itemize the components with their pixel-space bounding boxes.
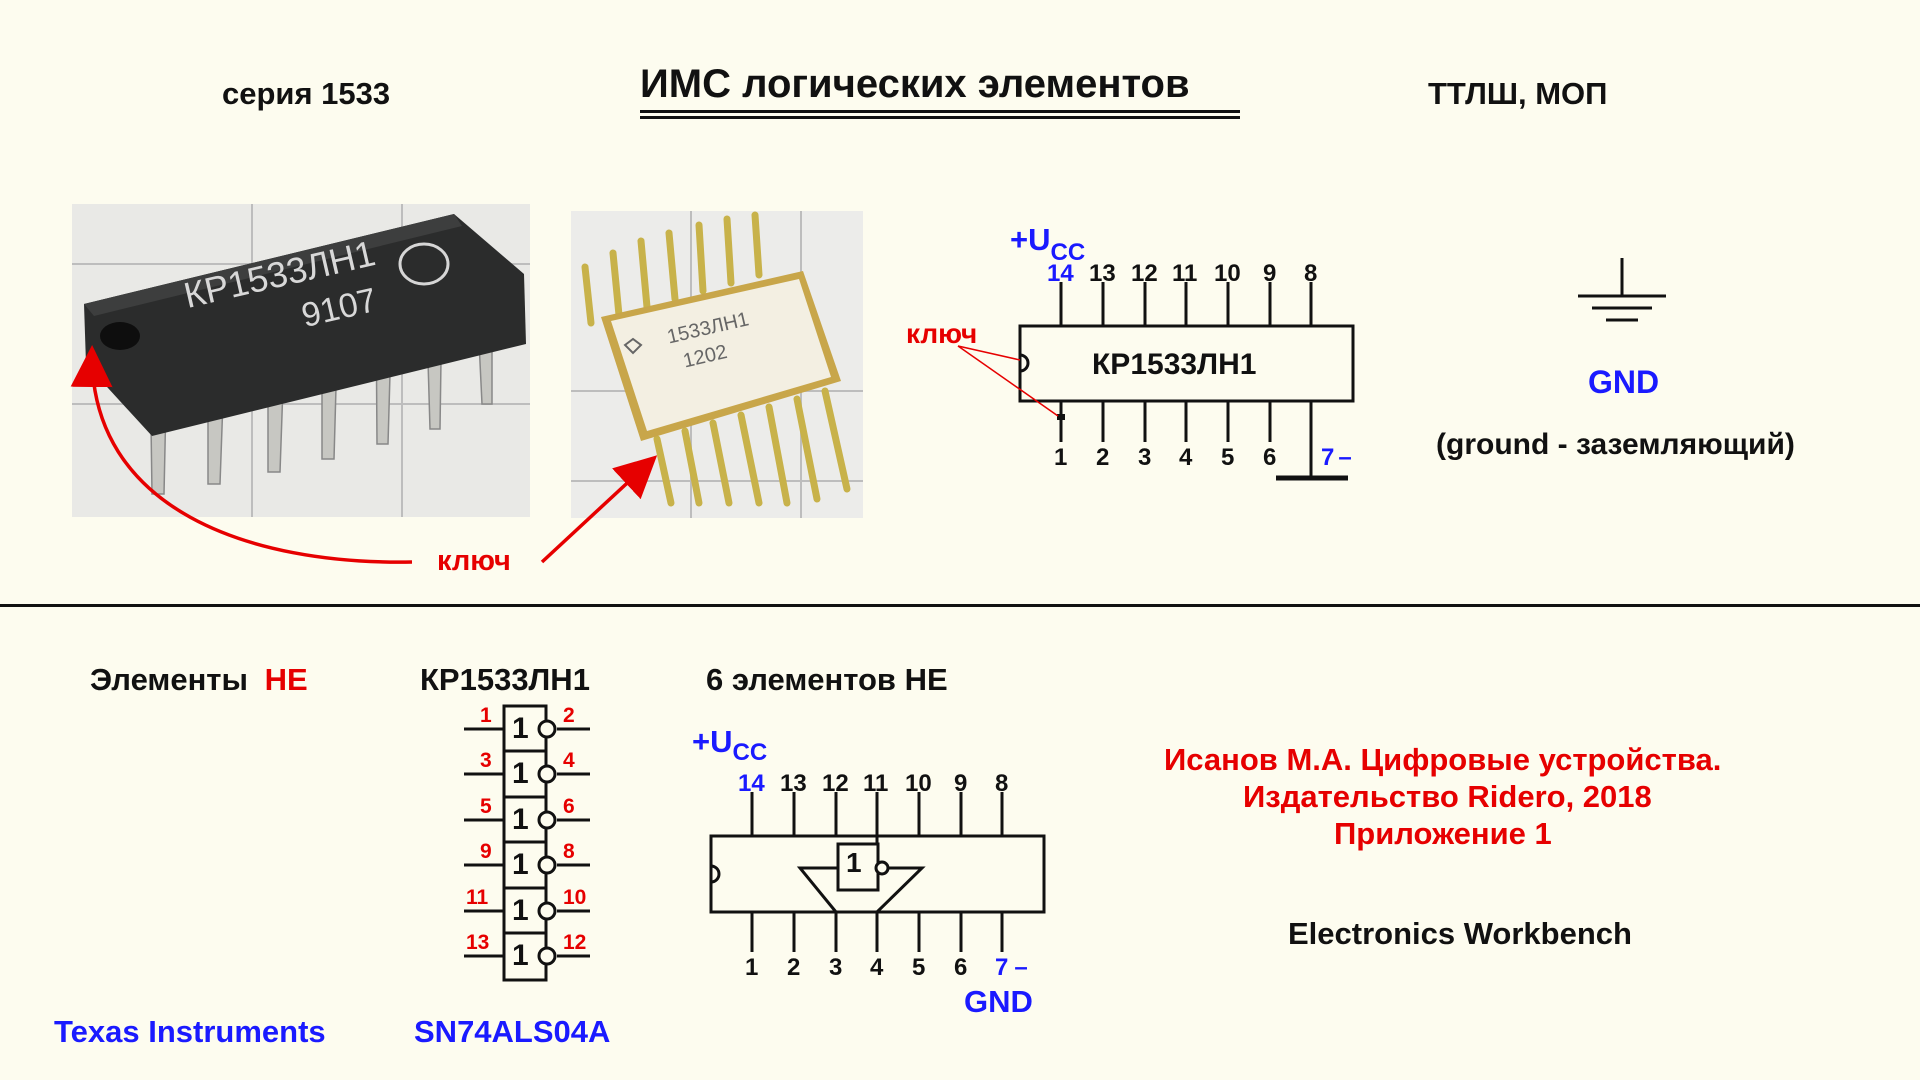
gate-3-symbol: 1: [512, 803, 529, 836]
reference-line3: Приложение 1: [1334, 816, 1552, 851]
bottom-pin-13: 13: [780, 770, 807, 797]
technology-label: ТТЛШ, МОП: [1428, 76, 1608, 111]
six-elements-heading: 6 элементов НЕ: [706, 662, 948, 697]
photo-key-label: ключ: [437, 545, 511, 577]
bottom-ucc-prefix: +U: [692, 724, 733, 759]
gate-output-6: 6: [563, 795, 575, 818]
elements-ne: НЕ: [264, 662, 308, 697]
section-divider: [0, 604, 1920, 607]
top-ucc-label: +UCC: [1010, 222, 1085, 266]
gnd-label: GND: [1588, 364, 1660, 400]
gnd-description: (ground - заземляющий): [1436, 428, 1795, 461]
bottom-pin-6: 6: [954, 954, 968, 981]
gate-input-11: 11: [466, 886, 489, 909]
bottom-pin-1: 1: [745, 954, 759, 981]
bottom-pin-4: 4: [870, 954, 884, 981]
top-pin-4: 4: [1179, 444, 1193, 471]
gate-input-9: 9: [480, 840, 492, 863]
gate-input-1: 1: [480, 704, 492, 727]
bottom-pin-10: 10: [905, 770, 932, 797]
top-pin-10: 10: [1214, 260, 1241, 287]
bottom-ucc-label: +UCC: [692, 724, 767, 766]
gate-output-8: 8: [563, 840, 575, 863]
chip-name-bottom: КР1533ЛН1: [420, 662, 590, 697]
gate-5-symbol: 1: [512, 894, 529, 927]
title-underline-2: [640, 116, 1240, 119]
series-label: серия 1533: [222, 76, 391, 111]
dip-chip-photo: КР1533ЛН1 9107: [72, 204, 530, 517]
gate-output-4: 4: [563, 749, 575, 772]
bottom-pin-7: 7–: [995, 954, 1028, 982]
bottom-pin-12: 12: [822, 770, 849, 797]
reference-line2: Издательство Ridero, 2018: [1243, 779, 1652, 814]
elements-prefix: Элементы: [90, 662, 248, 697]
bottom-pin-8: 8: [995, 770, 1009, 797]
top-ucc-subscript: CC: [1050, 239, 1086, 266]
top-pin-8: 8: [1304, 260, 1318, 287]
top-pin-2: 2: [1096, 444, 1110, 471]
bottom-pin-11: 11: [863, 770, 889, 797]
top-pin-7-number: 7: [1321, 444, 1335, 471]
bottom-pin-2: 2: [787, 954, 801, 981]
top-key-label: ключ: [906, 318, 978, 349]
flatpack-chip-photo: 1533ЛН1 1202: [571, 211, 863, 518]
gate-6-symbol: 1: [512, 939, 529, 972]
top-pin-3: 3: [1138, 444, 1152, 471]
gate-input-5: 5: [480, 795, 492, 818]
top-pin-5: 5: [1221, 444, 1235, 471]
bottom-ucc-subscript: CC: [732, 739, 768, 766]
page-title: ИМС логических элементов: [640, 62, 1190, 106]
title-underline: [640, 110, 1240, 113]
bottom-pin-7-number: 7: [995, 954, 1009, 981]
top-ucc-prefix: +U: [1010, 222, 1051, 257]
top-pin-7: 7–: [1321, 444, 1352, 472]
gate-output-2: 2: [563, 704, 575, 727]
elements-heading: Элементы НЕ: [90, 662, 308, 698]
software-label: Electronics Workbench: [1288, 916, 1632, 951]
gate-4-symbol: 1: [512, 848, 529, 881]
top-chip-name: КР1533ЛН1: [1092, 348, 1257, 381]
bottom-pin-5: 5: [912, 954, 926, 981]
top-pin-14: 14: [1047, 260, 1074, 287]
bottom-pin-9: 9: [954, 770, 968, 797]
top-pin-12: 12: [1131, 260, 1158, 287]
bottom-pin-14: 14: [738, 770, 765, 797]
top-pin-11: 11: [1172, 260, 1198, 287]
flatpack-chip-drawing: [571, 211, 863, 518]
gate-output-12: 12: [563, 931, 587, 954]
top-pin-6: 6: [1263, 444, 1277, 471]
gate-output-10: 10: [563, 886, 587, 909]
manufacturer-label: Texas Instruments: [54, 1014, 326, 1049]
top-pin-13: 13: [1089, 260, 1116, 287]
top-pin-1: 1: [1054, 444, 1068, 471]
bottom-gnd-sign: –: [1014, 954, 1028, 981]
reference-line1: Исанов М.А. Цифровые устройства.: [1164, 742, 1722, 777]
gate-input-13: 13: [466, 931, 490, 954]
gate-input-3: 3: [480, 749, 492, 772]
bottom-gate-symbol: 1: [846, 847, 862, 878]
top-pin-9: 9: [1263, 260, 1277, 287]
gate-2-symbol: 1: [512, 757, 529, 790]
gate-1-symbol: 1: [512, 712, 529, 745]
bottom-gnd-label: GND: [964, 984, 1033, 1019]
part-number-label: SN74ALS04A: [414, 1014, 611, 1049]
bottom-pin-3: 3: [829, 954, 843, 981]
top-gnd-sign: –: [1338, 444, 1352, 471]
